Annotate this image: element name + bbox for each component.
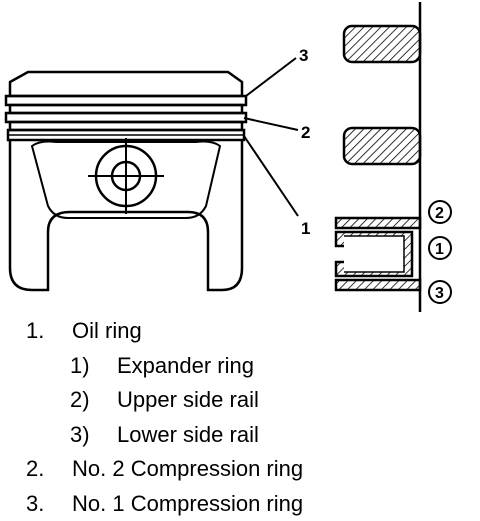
legend-number: 2): [70, 383, 90, 418]
no1-compression-ring: [6, 96, 246, 105]
legend-item-upper-side-rail: 2) Upper side rail: [26, 383, 476, 418]
ring-cross-section-detail: [336, 2, 420, 312]
detail-callout-lower-side-rail: 3: [435, 285, 444, 302]
callout-oil-ring: 1: [301, 219, 310, 238]
legend-number: 3.: [26, 487, 44, 521]
legend-number: 2.: [26, 452, 44, 487]
legend-text: No. 1 Compression ring: [72, 487, 303, 521]
legend-number: 1): [70, 349, 90, 384]
upper-side-rail-section: [336, 218, 420, 228]
piston-ring-diagram: 3 2 1 2 1 3: [0, 0, 480, 320]
legend-item-lower-side-rail: 3) Lower side rail: [26, 418, 476, 453]
legend-text: Upper side rail: [117, 383, 259, 418]
legend-item-no1-compression-ring: 3. No. 1 Compression ring: [26, 487, 476, 521]
callout-no2-compression: 2: [301, 123, 310, 142]
piston: [6, 72, 246, 290]
piston-crown: [10, 72, 242, 96]
no2-compression-ring: [6, 113, 246, 122]
detail-callout-expander-ring: 1: [435, 241, 444, 258]
legend-number: 1.: [26, 314, 44, 349]
legend-text: No. 2 Compression ring: [72, 452, 303, 487]
legend-item-oil-ring: 1. Oil ring: [26, 314, 476, 349]
detail-callout-upper-side-rail: 2: [435, 205, 444, 222]
callout-no1-compression: 3: [299, 46, 308, 65]
callout-leaders: [244, 58, 298, 216]
legend-item-no2-compression-ring: 2. No. 2 Compression ring: [26, 452, 476, 487]
legend: 1. Oil ring 1) Expander ring 2) Upper si…: [26, 314, 476, 521]
no1-compression-ring-section: [344, 26, 420, 62]
legend-text: Lower side rail: [117, 418, 259, 453]
legend-text: Expander ring: [117, 349, 254, 384]
legend-item-expander-ring: 1) Expander ring: [26, 349, 476, 384]
legend-text: Oil ring: [72, 314, 142, 349]
no2-compression-ring-section: [344, 128, 420, 164]
legend-number: 3): [70, 418, 90, 453]
lower-side-rail-section: [336, 280, 420, 290]
